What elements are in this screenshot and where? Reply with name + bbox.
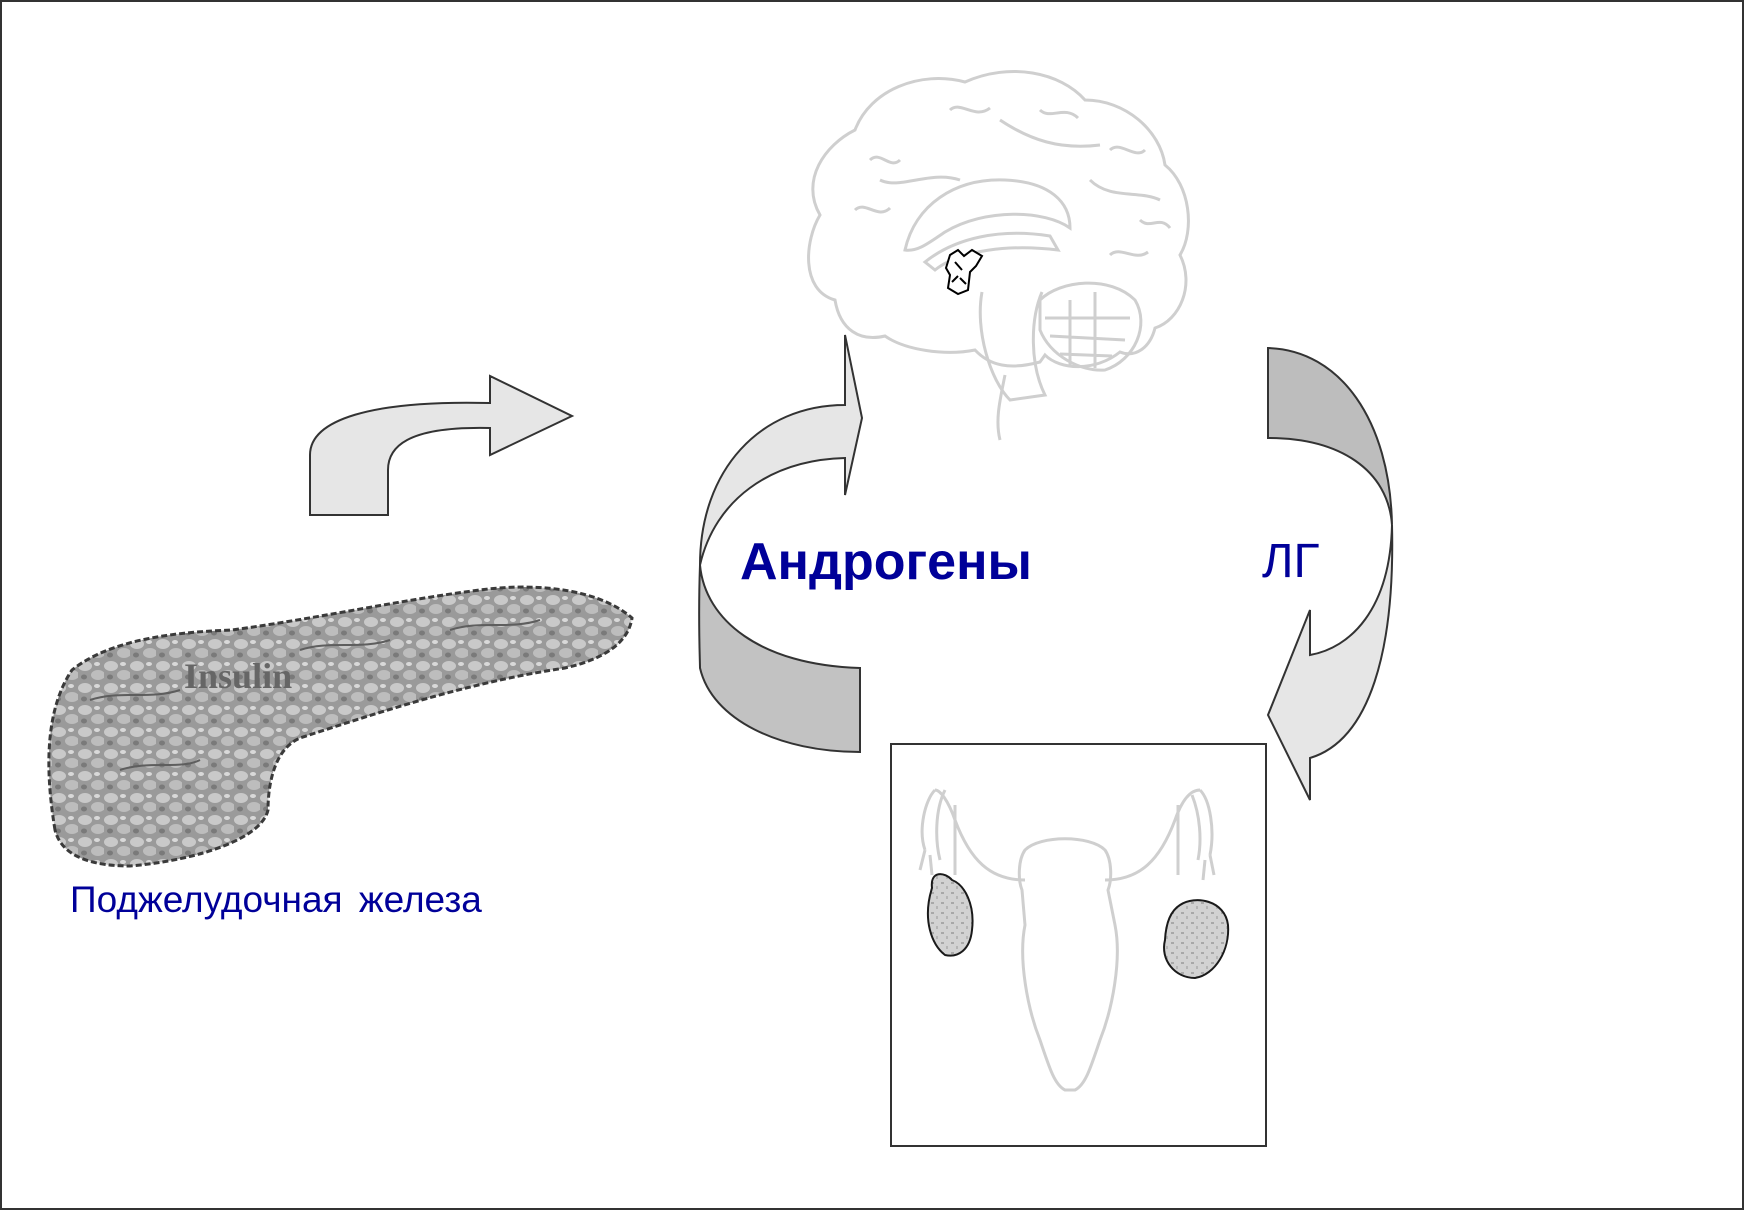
pancreas-label: Поджелудочная железа [70, 881, 482, 918]
pancreas-icon [49, 587, 632, 866]
brain-icon [809, 72, 1189, 440]
lh-label: ЛГ [1262, 538, 1320, 586]
insulin-label: Insulin [184, 658, 292, 694]
insulin-arrow-icon [310, 376, 572, 515]
androgens-label: Андрогены [740, 536, 1032, 588]
pituitary-icon [946, 250, 982, 294]
